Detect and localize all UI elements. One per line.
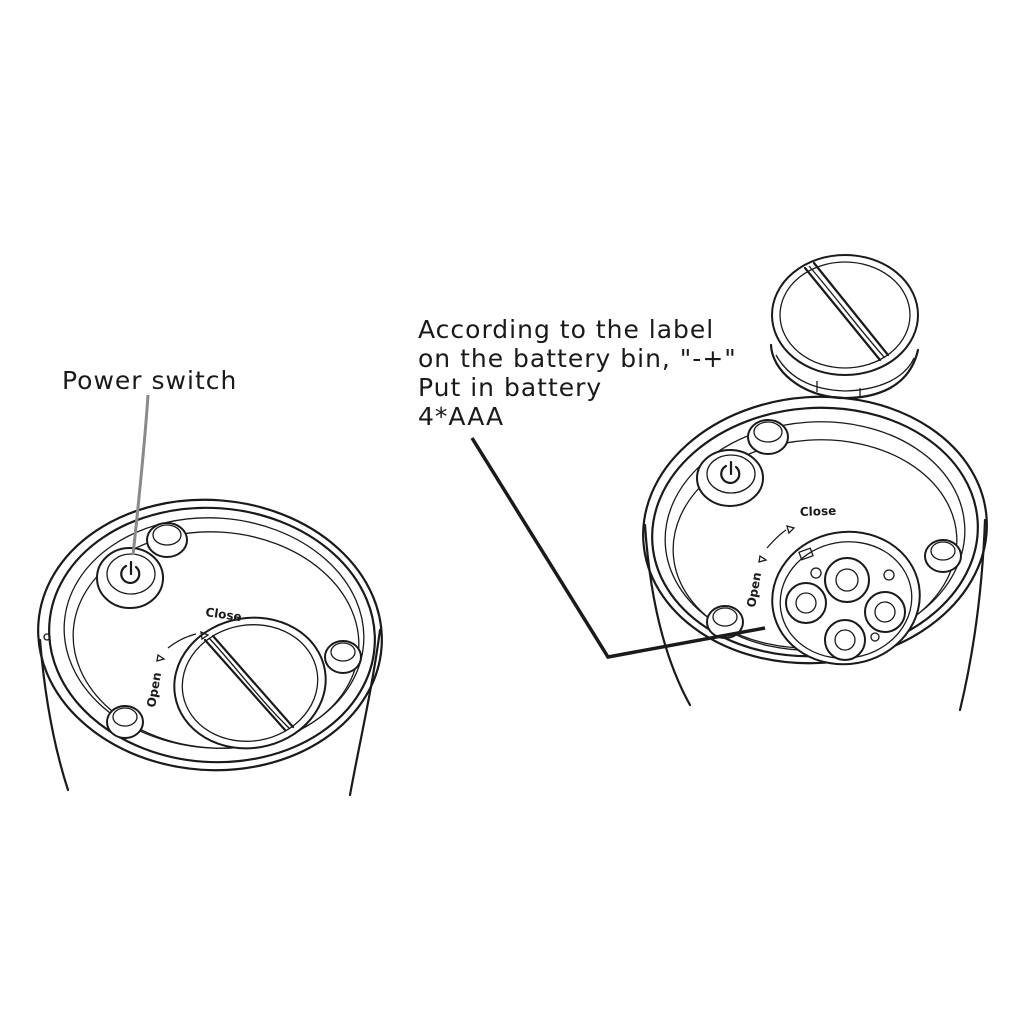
power-switch-leader-line bbox=[131, 394, 150, 556]
close-arrow-icon bbox=[200, 630, 210, 641]
right-device-body-right-edge bbox=[958, 518, 987, 712]
left-outer-rim-inner-edge bbox=[48, 506, 376, 764]
open-arrow-icon bbox=[758, 554, 768, 563]
right-post-right bbox=[924, 539, 962, 573]
left-power-button[interactable] bbox=[96, 547, 164, 609]
power-icon bbox=[720, 464, 741, 485]
battery-4 bbox=[824, 619, 866, 661]
battery-instruction-line-3: Put in battery bbox=[418, 373, 603, 402]
right-power-button[interactable] bbox=[696, 449, 764, 507]
battery-instruction-line-1: According to the label bbox=[418, 315, 715, 344]
battery-compartment[interactable] bbox=[762, 520, 931, 676]
close-arrow-icon bbox=[786, 525, 796, 535]
right-device-body-left-edge bbox=[643, 523, 692, 707]
open-arrow-icon bbox=[156, 653, 166, 662]
power-switch-label: Power switch bbox=[62, 366, 238, 395]
left-post-right bbox=[324, 640, 362, 674]
left-device-body-right-edge bbox=[348, 628, 382, 797]
left-post-bottom bbox=[106, 705, 144, 739]
battery-instruction-line-2: on the battery bin, "-+" bbox=[418, 344, 737, 373]
battery-instruction-line-4: 4*AAA bbox=[418, 402, 505, 431]
battery-1 bbox=[824, 557, 870, 603]
right-close-label: Close bbox=[800, 504, 837, 519]
battery-leader-line bbox=[470, 437, 766, 659]
right-post-bottom bbox=[706, 605, 744, 639]
power-icon bbox=[120, 564, 141, 585]
right-post-top bbox=[747, 419, 789, 455]
left-open-label: Open bbox=[144, 671, 164, 708]
right-device: Open Close bbox=[642, 254, 988, 712]
left-device: Open Close bbox=[37, 498, 383, 797]
left-post-top bbox=[146, 522, 188, 558]
left-outer-rim bbox=[37, 498, 383, 772]
battery-2 bbox=[785, 582, 827, 624]
battery-3 bbox=[864, 591, 906, 633]
right-open-label: Open bbox=[744, 571, 764, 608]
removed-battery-cover[interactable] bbox=[769, 254, 920, 400]
left-battery-cover[interactable] bbox=[164, 606, 336, 760]
battery-instructions-label: According to the label on the battery bi… bbox=[418, 315, 737, 431]
left-close-label: Close bbox=[205, 605, 243, 624]
